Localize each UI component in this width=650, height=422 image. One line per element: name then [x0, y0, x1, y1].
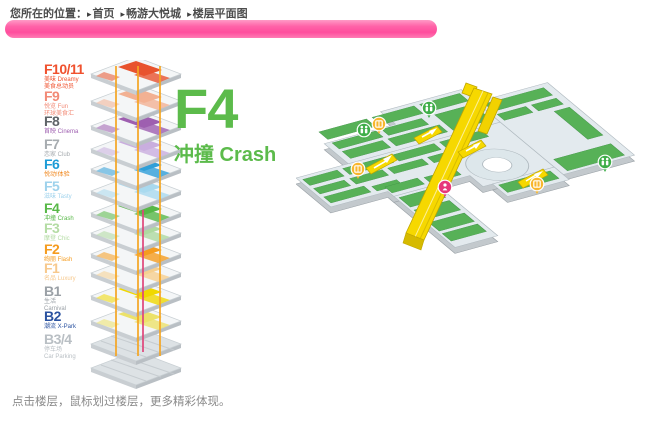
floor-label: F2: [44, 241, 60, 257]
floor-theme-text: 停车场: [44, 347, 63, 353]
floor-plate: [90, 108, 182, 147]
floor-theme-text: 名品 Luxury: [44, 276, 76, 282]
elevator-badge-icon: [350, 161, 366, 179]
floor-theme-text: 生活: [44, 299, 57, 305]
floor-label: F1: [44, 260, 60, 276]
floor-label: B3/4: [44, 331, 72, 347]
floor-theme-text: 恋家 Club: [44, 152, 71, 158]
floor-theme-text2: Car Parking: [44, 354, 76, 360]
floor-theme-text: 悦动!体验: [44, 172, 70, 178]
floor-theme-text: 摩登 Chic: [44, 236, 70, 242]
floor-plate: [90, 83, 182, 122]
floor-label: B2: [44, 308, 61, 324]
floor-label: F5: [44, 178, 60, 194]
floor-label: F3: [44, 220, 60, 236]
floor-theme-text: 首映 Cinema: [44, 129, 79, 135]
breadcrumb-link-2[interactable]: ▸楼层平面图: [187, 8, 248, 20]
floor-label: F6: [44, 156, 60, 172]
breadcrumb-prefix: 您所在的位置：: [10, 8, 87, 20]
floor-theme-text2: Carnival: [44, 306, 67, 312]
current-floor-theme: 冲撞 Crash: [174, 144, 277, 166]
floor-plate: [90, 326, 182, 365]
footer-hint: 点击楼层，鼠标划过楼层，更多精彩体现。: [12, 396, 231, 408]
floor-label: B1: [44, 283, 61, 299]
floor-theme-text: 绚丽 Flash: [44, 257, 73, 263]
restroom-badge-icon: [597, 154, 613, 172]
floor-theme-text: 滋味 Tasty: [44, 194, 72, 200]
floor-plate: [90, 303, 182, 342]
floor-theme-text: 悦览 Fun: [44, 104, 69, 110]
breadcrumb: 您所在的位置：▸首页 ▸畅游大悦城 ▸楼层平面图: [10, 5, 254, 21]
current-floor-title: F4: [174, 77, 238, 140]
floor-stack-graphic[interactable]: [86, 60, 190, 408]
current-floor-heading: F4 冲撞 Crash: [174, 77, 277, 167]
restroom-badge-icon: [356, 122, 372, 140]
breadcrumb-arrow-icon: ▸: [87, 9, 92, 19]
floor-theme-text2: 环球美食汇: [44, 111, 75, 117]
breadcrumb-arrow-icon: ▸: [120, 9, 126, 19]
pink-divider-bar: [5, 20, 437, 38]
breadcrumb-link-0[interactable]: ▸首页: [87, 8, 115, 20]
floor-theme-text: 美味 Dreamy: [44, 77, 79, 83]
floor-label: F8: [44, 113, 60, 129]
floor-theme-text: 潮流 X-Park: [44, 324, 77, 330]
escalator-bridge: [402, 82, 503, 251]
poi-badge-icon: [437, 179, 453, 197]
escalator-ramps: [365, 125, 549, 189]
breadcrumb-arrow-icon: ▸: [187, 9, 192, 19]
floor-label: F4: [44, 200, 60, 216]
floor-map[interactable]: [296, 82, 650, 254]
floor-label: F10/11: [44, 61, 84, 77]
rotunda: [465, 148, 530, 181]
floor-theme-text: 冲撞 Crash: [44, 216, 74, 222]
floor-plate: [90, 60, 182, 95]
floor-label: F7: [44, 136, 60, 152]
floor-label: F9: [44, 88, 60, 104]
floor-plate: [90, 350, 182, 389]
elevator-badge-icon: [371, 116, 387, 134]
elevator-badge-icon: [529, 176, 545, 194]
restroom-badge-icon: [421, 100, 437, 118]
floor-theme-text2: 美食总动员: [44, 84, 75, 90]
breadcrumb-link-1[interactable]: ▸畅游大悦城: [120, 8, 182, 20]
